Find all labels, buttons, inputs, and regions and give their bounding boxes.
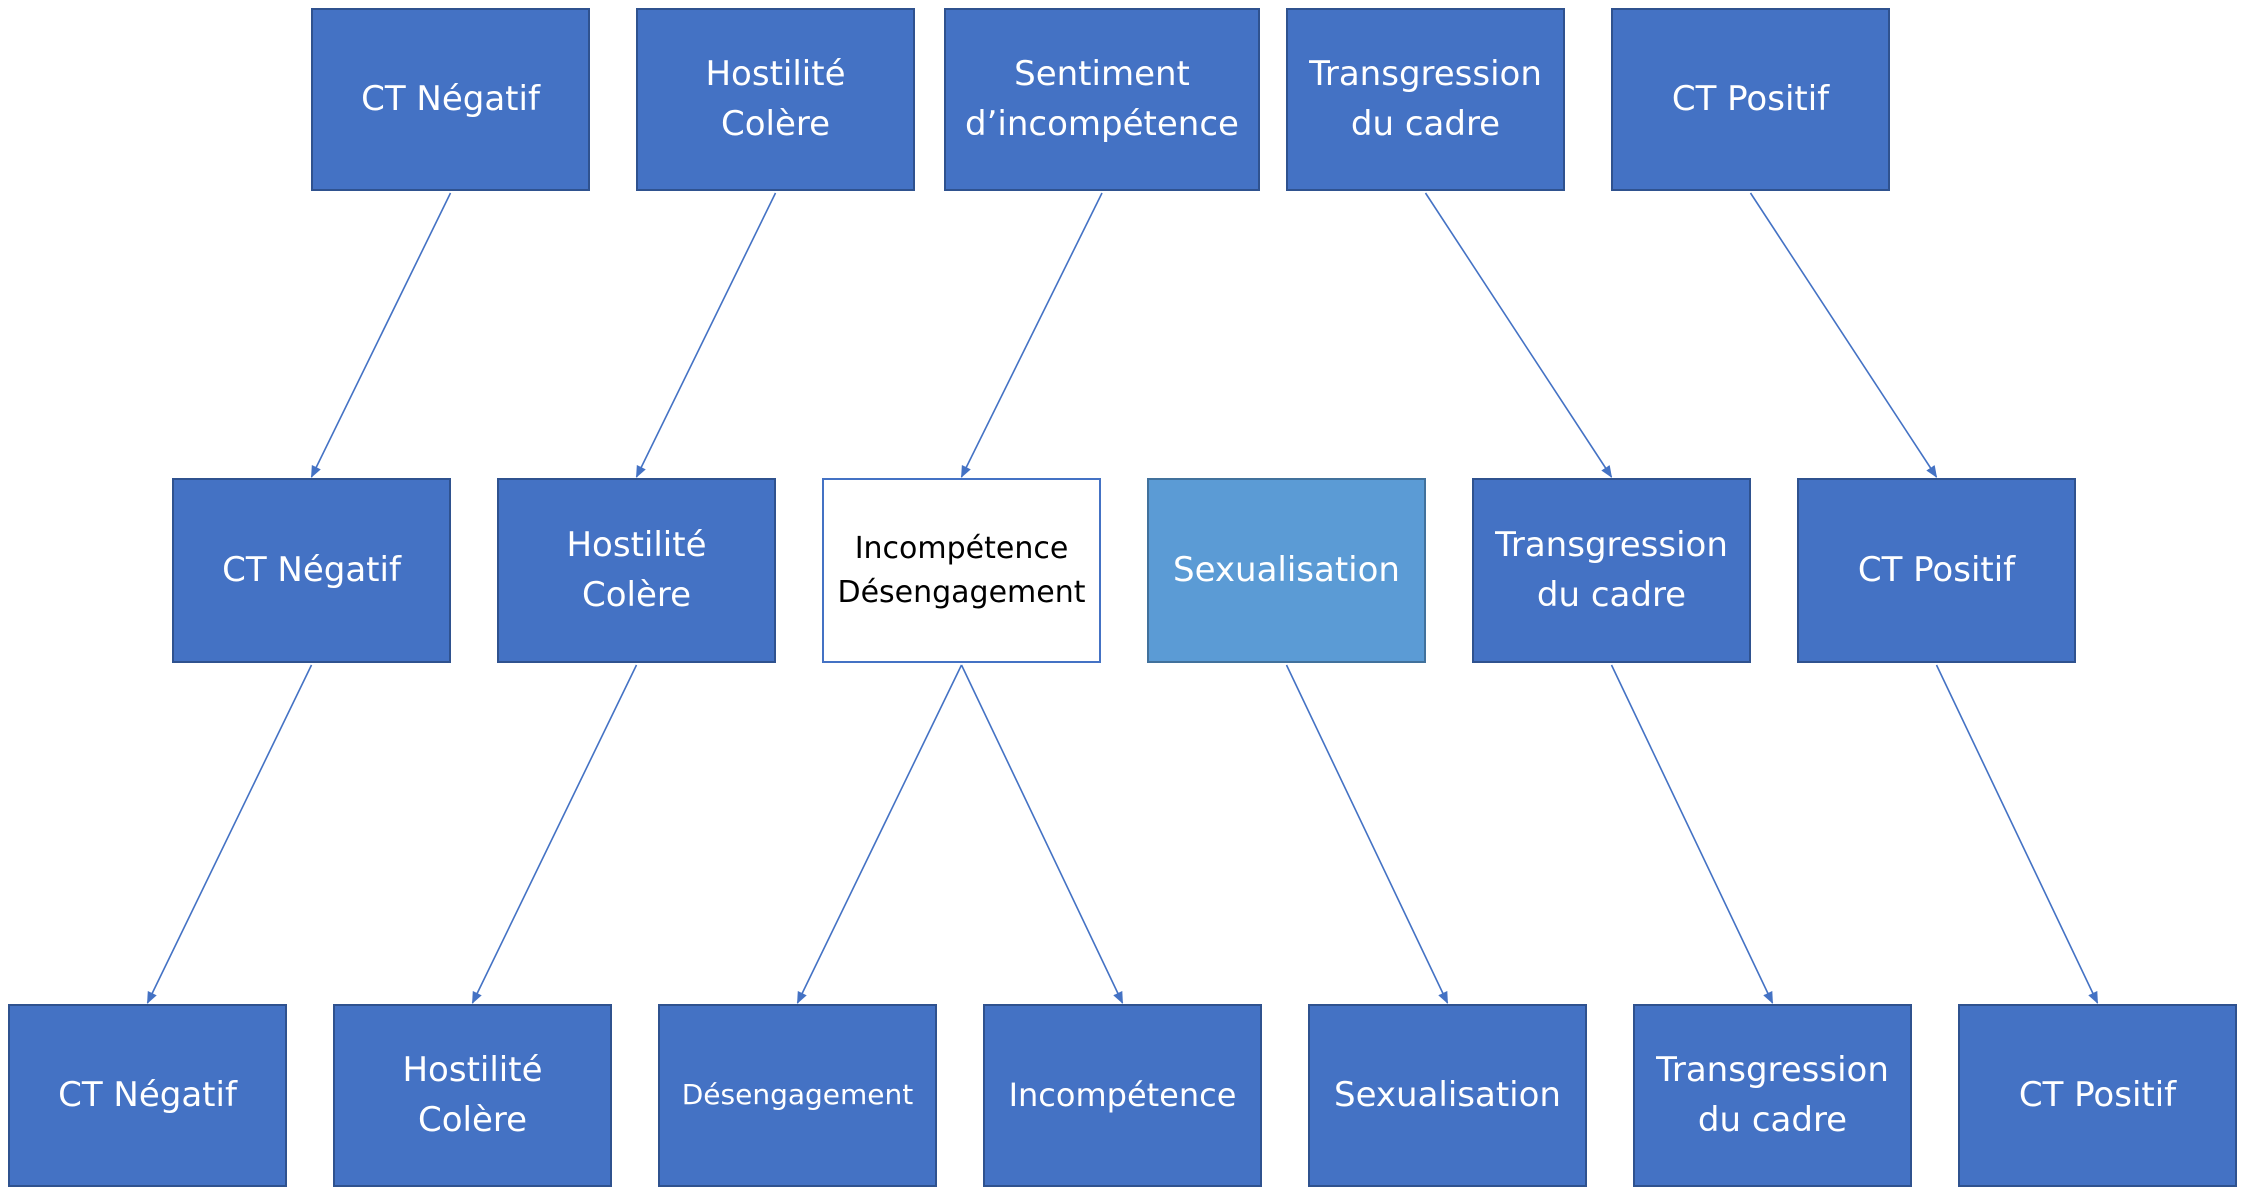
bottom-box-desengagement: Désengagement [658,1004,937,1187]
top-box-ct-negatif: CT Négatif [311,8,590,191]
arrow-m1-to-b1 [146,664,313,1004]
box-label-line: Transgression [1495,525,1728,566]
box-label-line: CT Positif [2018,1074,2177,1115]
middle-box-ct-positif: CT Positif [1797,478,2076,663]
top-box-ct-positif: CT Positif [1611,8,1890,191]
box-label-line: Hostilité [402,1050,543,1091]
box-label-line: CT Négatif [222,549,401,590]
middle-box-hostilite-colere: Hostilité Colère [497,478,776,663]
arrow-t3-to-m3 [960,192,1103,478]
box-label-line: du cadre [1536,574,1687,615]
arrow-t5-to-m6 [1749,192,1938,478]
arrow-m5-to-b6 [1610,664,1774,1004]
box-label-line: Colère [581,574,692,615]
arrow-m4-to-b5 [1285,664,1449,1004]
bottom-box-transgression-du-cadre: Transgression du cadre [1633,1004,1912,1187]
bottom-box-incompetence: Incompétence [983,1004,1262,1187]
bottom-box-ct-positif: CT Positif [1958,1004,2237,1187]
middle-box-sexualisation: Sexualisation [1147,478,1426,663]
box-label-line: CT Positif [1671,78,1830,119]
box-label-line: Hostilité [705,54,846,95]
box-label-line: CT Négatif [361,78,540,119]
box-label-line: du cadre [1697,1099,1848,1140]
box-label-line: Hostilité [566,525,707,566]
box-label-line: Sentiment [1014,54,1190,95]
arrow-m3-to-b3 [796,664,963,1004]
box-label-line: Désengagement [837,574,1086,610]
top-box-hostilite-colere: Hostilité Colère [636,8,915,191]
top-box-sentiment-incompetence: Sentiment d’incompétence [944,8,1260,191]
arrow-m3-to-b4 [960,664,1124,1004]
bottom-box-sexualisation: Sexualisation [1308,1004,1587,1187]
arrow-m2-to-b2 [471,664,638,1004]
bottom-box-hostilite-colere: Hostilité Colère [333,1004,612,1187]
middle-box-ct-negatif: CT Négatif [172,478,451,663]
box-label-line: Désengagement [681,1078,914,1112]
box-label-line: Transgression [1309,54,1542,95]
box-label-line: CT Positif [1857,549,2016,590]
top-box-transgression-du-cadre: Transgression du cadre [1286,8,1565,191]
arrow-t2-to-m2 [635,192,777,478]
bottom-box-ct-negatif: CT Négatif [8,1004,287,1187]
middle-box-transgression-du-cadre: Transgression du cadre [1472,478,1751,663]
box-label-line: Colère [417,1099,528,1140]
box-label-line: Sexualisation [1173,549,1400,590]
box-label-line: CT Négatif [58,1074,237,1115]
box-label-line: d’incompétence [965,103,1239,144]
arrow-t1-to-m1 [310,192,452,478]
box-label-line: Incompétence [1008,1076,1237,1115]
box-label-line: du cadre [1350,103,1501,144]
box-label-line: Incompétence [854,531,1069,566]
arrow-m6-to-b7 [1935,664,2099,1004]
arrow-t4-to-m5 [1424,192,1613,478]
box-label-line: Transgression [1656,1050,1889,1091]
middle-box-incompetence-desengagement: Incompétence Désengagement [822,478,1101,663]
box-label-line: Sexualisation [1334,1074,1561,1115]
box-label-line: Colère [720,103,831,144]
